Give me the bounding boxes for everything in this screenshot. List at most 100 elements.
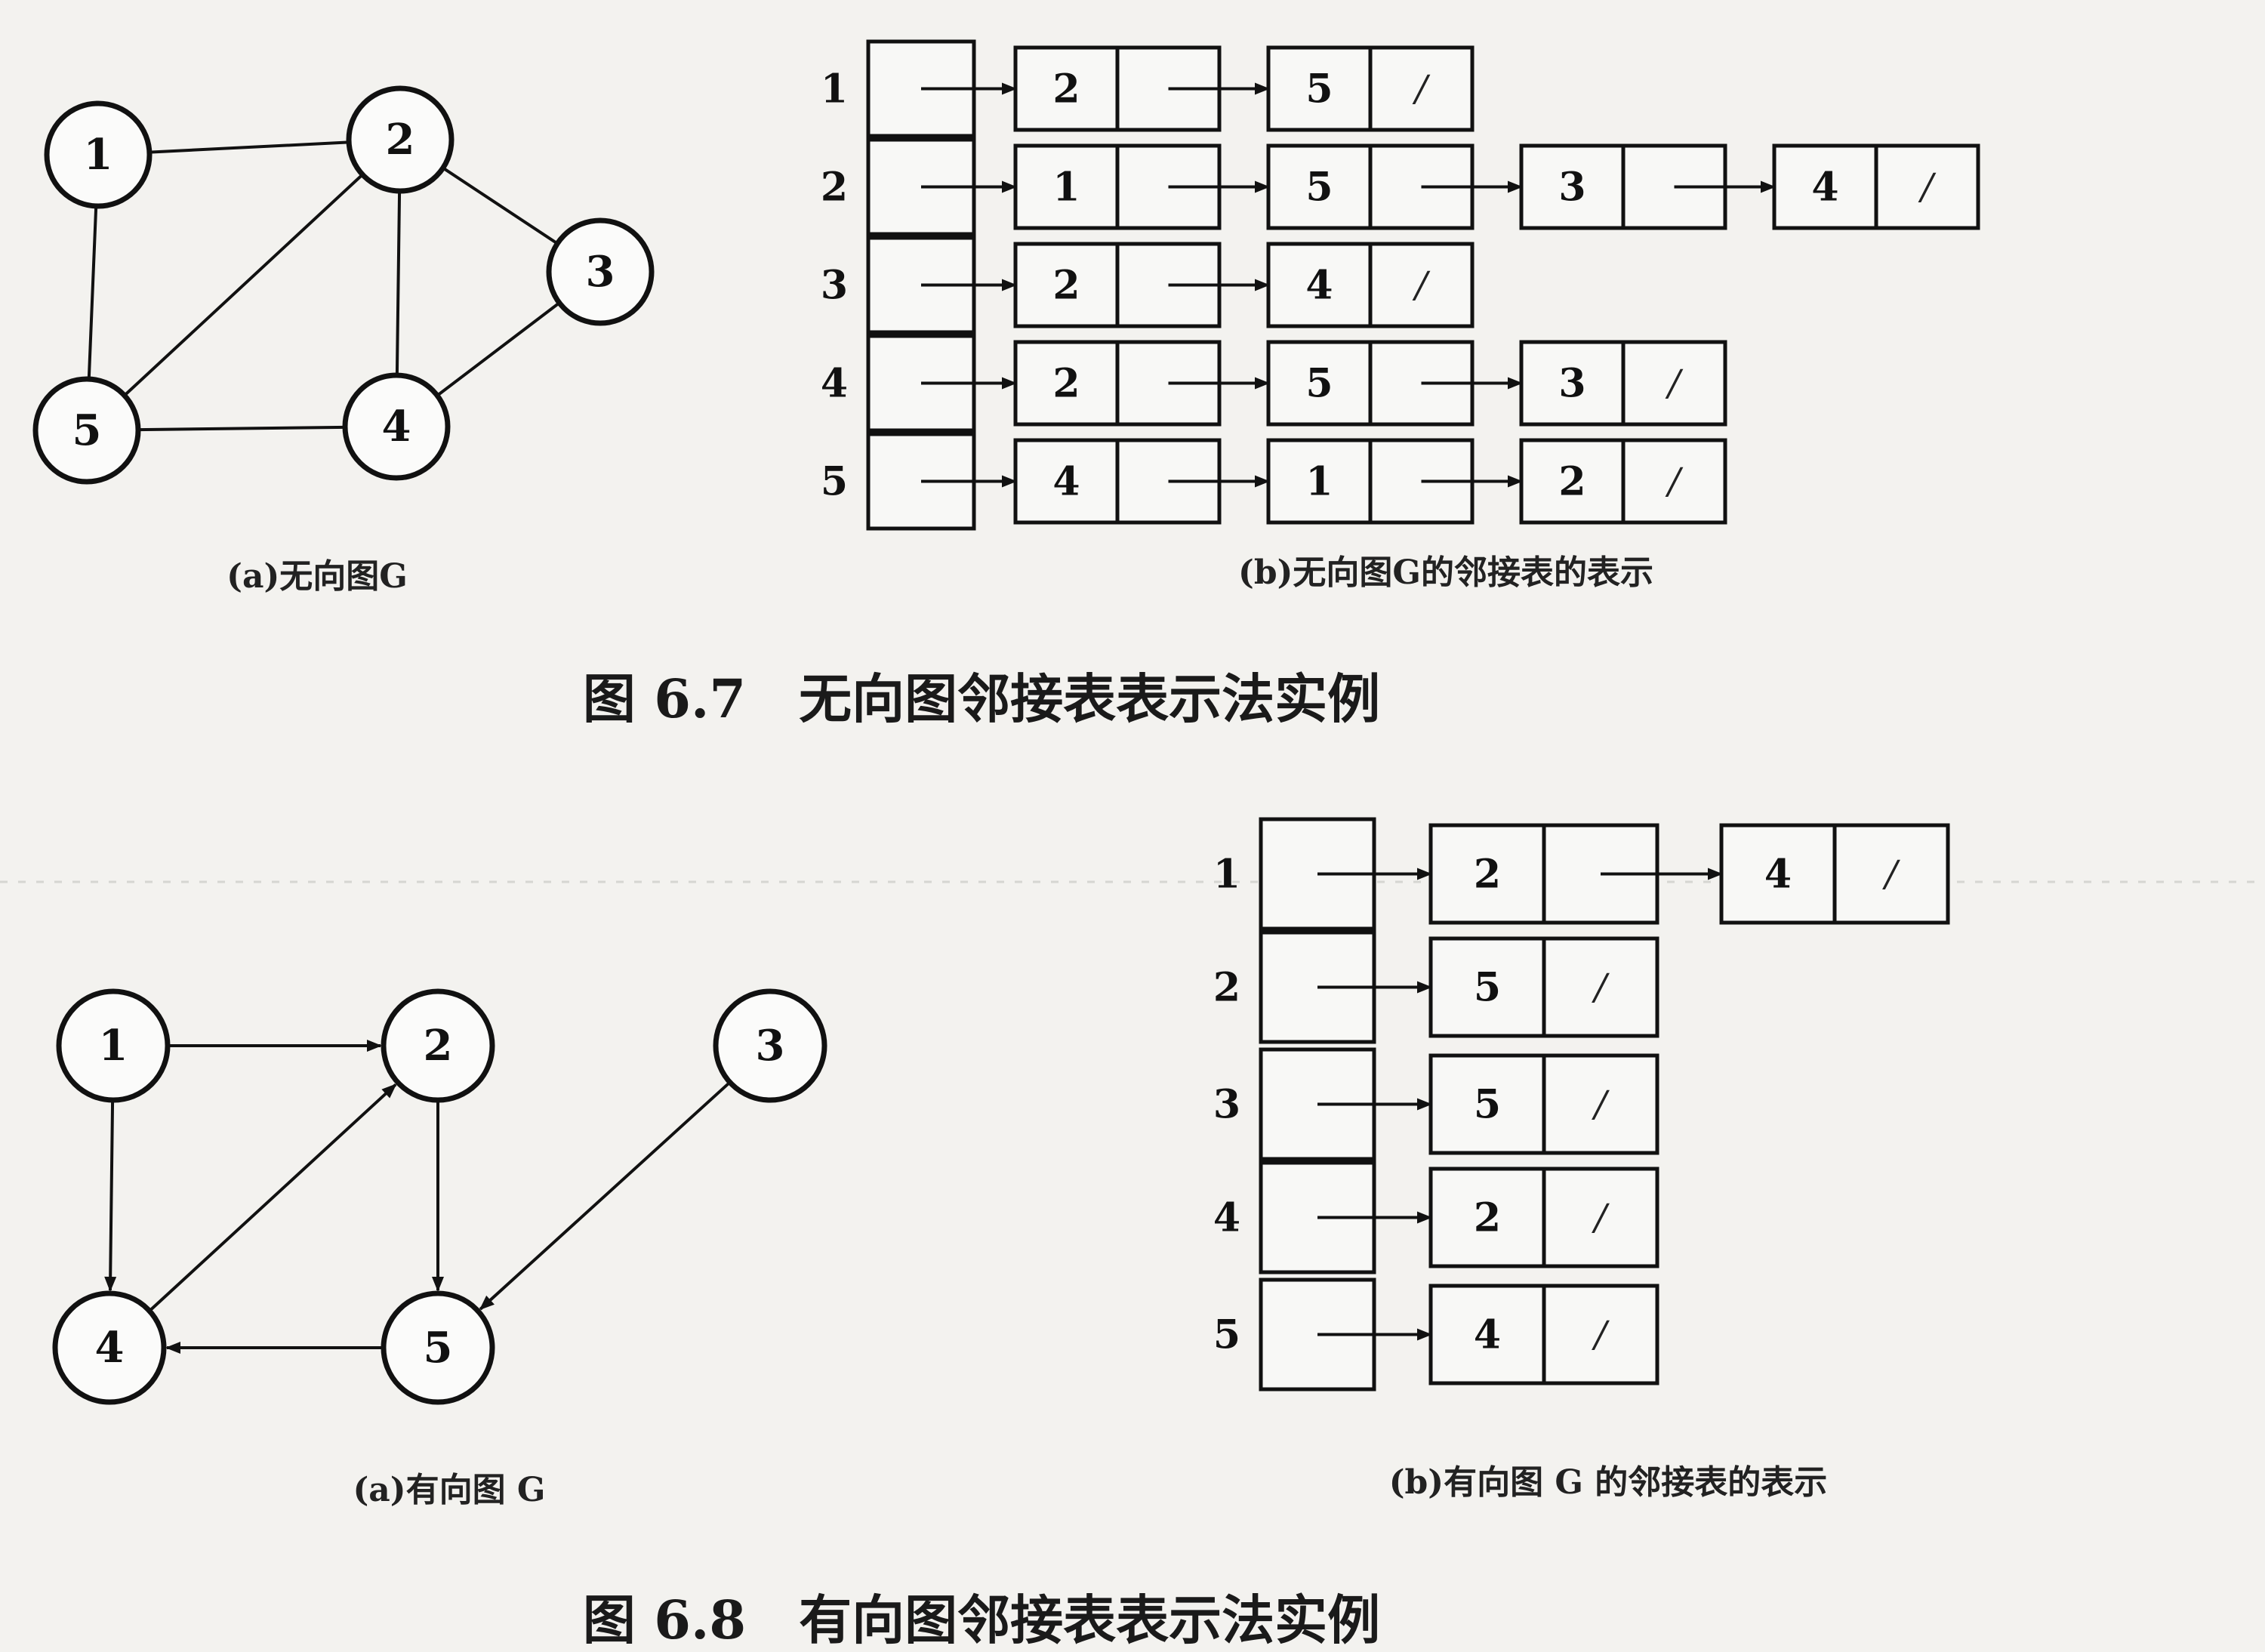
vertex-circle [342,372,451,481]
adjvex-value: 2 [1474,852,1501,898]
vertex-label: 3 [756,1021,785,1071]
vertex-label: 3 [586,247,615,297]
adjvex-cell [1519,143,1626,230]
adjvex-cell [1266,438,1373,525]
g67-vertex-4: 4 [342,372,451,481]
vertex-label: 5 [424,1323,453,1373]
adjvex-value: 2 [1052,263,1080,309]
adjvex-value: 3 [1558,361,1586,407]
adjvex-cell [1013,438,1120,525]
vertex-label: 2 [424,1021,453,1071]
vertex-label: 1 [84,130,113,180]
next-pointer-cell [1874,143,1980,230]
t67-row-4-node-1: 5 [1266,340,1475,427]
graph-6-8-edges [104,1040,732,1354]
figure-caption-6-7: 图 6.7 无向图邻接表表示法实例 [583,667,1380,730]
adjvex-value: 1 [1305,459,1333,505]
graph-6-8-nodes: 1 2 3 4 5 [52,988,827,1405]
t68-row-4: 4 2/ [1213,1160,1659,1274]
adjvex-cell [1719,823,1837,925]
subcaption-6-7-a: (a)无向图G [226,557,408,596]
row-label: 1 [821,66,848,112]
row-label: 4 [1213,1195,1240,1241]
row-label: 5 [1213,1312,1240,1358]
vertex-circle [56,988,171,1103]
row-label: 2 [1213,965,1240,1011]
next-pointer-cell [1368,45,1475,132]
vertex-label: 5 [72,405,102,455]
g67-edge-3-4 [436,301,561,397]
vertex-circle [44,100,153,209]
g68-vertex-2: 2 [381,988,495,1103]
vertex-circle [32,376,141,485]
adjvex-value: 5 [1474,1082,1501,1128]
t67-row-5-node-2: 2/ [1519,438,1727,525]
adjvex-value: 4 [1811,165,1838,211]
subcaption-6-8-b: (b)有向图 G 的邻接表的表示 [1389,1463,1828,1502]
g68-vertex-5: 5 [381,1290,495,1405]
g68-vertex-4: 4 [52,1290,167,1405]
row-label: 4 [821,361,848,407]
next-pointer-cell [1621,438,1727,525]
row-label: 1 [1213,852,1240,898]
row-label: 2 [821,165,848,211]
next-pointer-cell [1368,242,1475,328]
vertex-circle [546,217,655,326]
next-pointer-cell [1542,1053,1659,1155]
g67-edge-1-2 [149,140,350,154]
graph-6-7-edges [87,140,561,432]
g67-edge-5-4 [137,425,346,432]
adjvex-value: 2 [1474,1195,1501,1241]
adjvex-cell [1772,143,1878,230]
adjvex-value: 5 [1305,165,1333,211]
adjvex-cell [1428,823,1546,925]
t68-row-2-node-0: 5/ [1428,936,1659,1038]
g67-vertex-5: 5 [32,376,141,485]
adjvex-cell [1266,143,1373,230]
t68-row-5-node-0: 4/ [1428,1284,1659,1385]
g68-edge-1-4 [104,1099,117,1293]
g67-vertex-3: 3 [546,217,655,326]
adjvex-value: 5 [1474,965,1501,1011]
adjvex-value: 2 [1052,66,1080,112]
row-label: 3 [1213,1082,1240,1128]
vertex-label: 4 [382,402,411,452]
adjvex-value: 4 [1474,1312,1501,1358]
vertex-circle [381,988,495,1103]
adjvex-cell [1013,340,1120,427]
g67-edge-2-3 [442,166,559,245]
vertex-circle [381,1290,495,1405]
g68-edge-4-2 [148,1083,397,1312]
next-pointer-cell [1542,936,1659,1038]
adjvex-cell [1519,340,1626,427]
vertex-circle [713,988,827,1103]
adjvex-value: 1 [1052,165,1080,211]
next-pointer-cell [1542,1284,1659,1385]
subcaption-6-7-b: (b)无向图G的邻接表的表示 [1238,553,1653,592]
next-pointer-cell [1542,1167,1659,1268]
t68-row-1-node-1: 4/ [1719,823,1950,925]
g67-edge-2-5 [123,173,364,397]
t68-row-1: 1 2 4/ [1213,817,1950,931]
t67-row-1-node-1: 5/ [1266,45,1475,132]
g68-vertex-3: 3 [713,988,827,1103]
adjvex-value: 2 [1052,361,1080,407]
subcaption-6-8-a: (a)有向图 G [353,1471,545,1509]
adjvex-value: 5 [1305,361,1333,407]
adjvex-value: 4 [1052,459,1080,505]
adjvex-cell [1428,1284,1546,1385]
g67-vertex-2: 2 [346,85,455,194]
g68-vertex-1: 1 [56,988,171,1103]
adjvex-cell [1428,1053,1546,1155]
vertex-circle [346,85,455,194]
t68-row-4-node-0: 2/ [1428,1167,1659,1268]
adjvex-cell [1013,45,1120,132]
adjvex-value: 2 [1558,459,1586,505]
